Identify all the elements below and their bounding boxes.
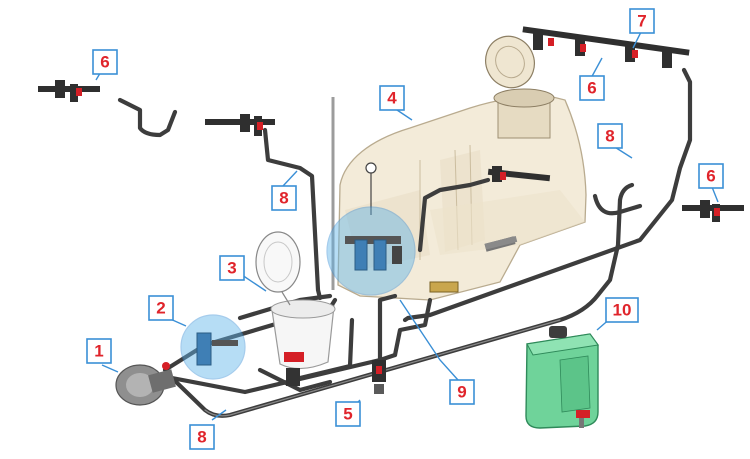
callout-1: 1 [86,338,112,364]
svg-text:9: 9 [457,383,466,402]
svg-text:8: 8 [197,428,206,447]
callout-2: 2 [148,295,174,321]
water-hoses [117,67,693,418]
callout-8-left: 8 [271,185,297,211]
callout-3: 3 [219,255,245,281]
callout-8-right: 8 [597,123,623,149]
svg-text:4: 4 [387,89,397,108]
water-heater [255,231,336,386]
svg-text:8: 8 [279,189,288,208]
callout-7: 7 [629,8,655,34]
svg-text:6: 6 [100,53,109,72]
svg-text:8: 8 [605,127,614,146]
callout-9: 9 [449,379,475,405]
water-pump [115,362,176,406]
tap-left-upper [205,114,275,136]
tap-center [484,166,551,250]
callout-6-right: 6 [698,163,724,189]
svg-text:6: 6 [706,167,715,186]
tap-manifold-top-right [522,26,690,68]
inline-filter [180,314,246,380]
svg-text:2: 2 [156,299,165,318]
callout-5: 5 [335,401,361,427]
water-canister [525,326,599,429]
check-valve [372,360,386,394]
svg-text:6: 6 [587,79,596,98]
callout-8-bottom: 8 [189,424,215,450]
tap-manifold-left [38,80,100,102]
svg-text:5: 5 [343,405,352,424]
callout-10: 10 [605,297,639,323]
svg-text:3: 3 [227,259,236,278]
main-filter-assembly [326,206,416,296]
svg-text:7: 7 [637,12,646,31]
callout-6-top-right: 6 [579,75,605,101]
svg-text:1: 1 [94,342,103,361]
tap-manifold-right [682,200,744,222]
svg-text:10: 10 [613,301,632,320]
callout-6-left: 6 [92,49,118,75]
callout-4: 4 [379,85,405,111]
